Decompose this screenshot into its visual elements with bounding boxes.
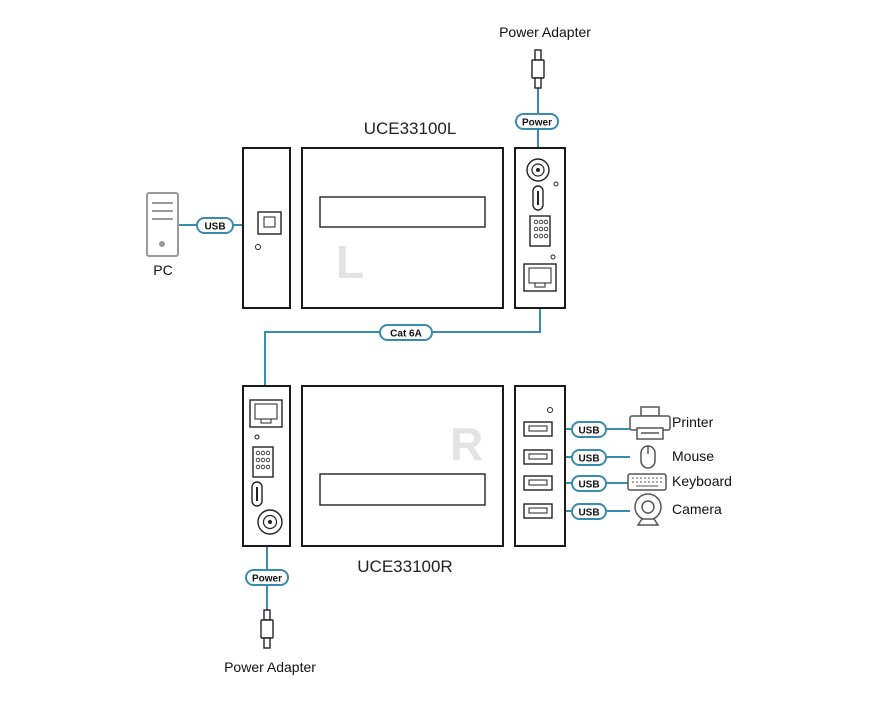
local-unit-name: UCE33100L	[364, 119, 457, 138]
usb-pill-keyboard: USB	[571, 475, 607, 492]
usb-pill-printer: USB	[571, 421, 607, 438]
usb-pill-keyboard-label: USB	[578, 480, 599, 491]
cat6a-pill: Cat 6A	[379, 324, 433, 341]
local-usb-panel	[242, 147, 291, 309]
remote-label-strip	[319, 473, 486, 506]
power-adapter-bottom-label: Power Adapter	[224, 659, 316, 675]
local-unit-top: L	[301, 147, 504, 309]
camera-icon	[634, 493, 662, 526]
usb-pill-pc-label: USB	[204, 222, 225, 233]
remote-usb-panel	[514, 385, 566, 547]
camera-label: Camera	[672, 501, 722, 517]
local-front-panel	[514, 147, 566, 309]
local-logo-letter: L	[336, 236, 364, 288]
power-plug-top-icon	[531, 49, 545, 89]
usb-pill-camera-label: USB	[578, 508, 599, 519]
power-plug-bottom-icon	[260, 609, 274, 649]
remote-unit-top: R	[301, 385, 504, 547]
remote-unit-name: UCE33100R	[357, 557, 452, 576]
usb-pill-printer-label: USB	[578, 426, 599, 437]
printer-icon	[629, 406, 671, 440]
cat6a-pill-label: Cat 6A	[390, 329, 422, 340]
remote-logo-letter: R	[450, 418, 483, 470]
remote-back-panel	[242, 385, 291, 547]
power-pill-top: Power	[515, 113, 559, 130]
power-adapter-top-label: Power Adapter	[499, 24, 591, 40]
usb-pill-mouse-label: USB	[578, 454, 599, 465]
status-led	[255, 244, 261, 250]
printer-label: Printer	[672, 414, 714, 430]
power-pill-top-label: Power	[522, 118, 552, 129]
usb-pill-camera: USB	[571, 503, 607, 520]
mouse-label: Mouse	[672, 448, 714, 464]
usb-pill-pc: USB	[196, 217, 234, 234]
keyboard-label: Keyboard	[672, 473, 732, 489]
local-label-strip	[319, 196, 486, 228]
status-led	[547, 407, 553, 413]
power-pill-bottom: Power	[245, 569, 289, 586]
power-pill-bottom-label: Power	[252, 574, 282, 585]
pc-label: PC	[153, 262, 172, 278]
keyboard-icon	[627, 473, 667, 491]
usb-pill-mouse: USB	[571, 449, 607, 466]
pc-tower-icon	[146, 192, 179, 257]
mouse-icon	[640, 445, 656, 469]
